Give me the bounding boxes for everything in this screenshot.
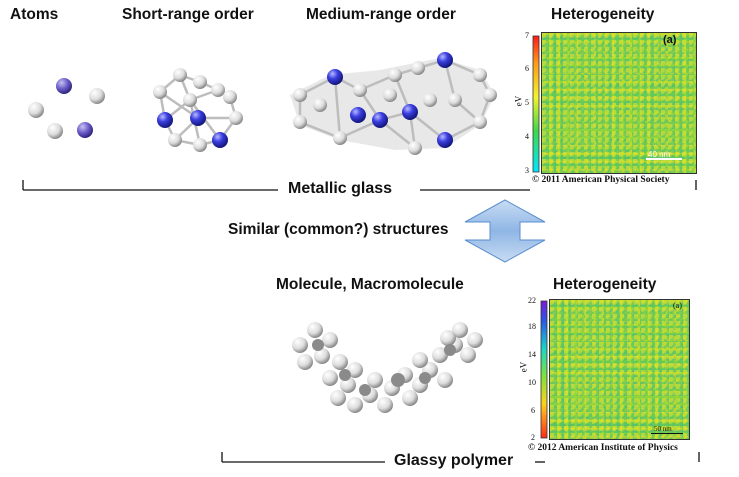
label-similar-structures: Similar (common?) structures — [228, 221, 449, 238]
scale-bar-label-top: 40 nm — [648, 150, 671, 159]
tick-bottom-22: 22 — [528, 296, 536, 305]
polymer-molecule — [292, 322, 483, 413]
heading-short-range-order: Short-range order — [122, 6, 254, 23]
colorbar-bottom — [540, 300, 548, 439]
short-range-cluster — [153, 68, 243, 152]
tick-top-7: 7 — [525, 31, 529, 40]
metallic-glass-bracket — [22, 180, 697, 191]
panel-label-top: (a) — [663, 34, 677, 46]
heading-heterogeneity-bottom: Heterogeneity — [553, 276, 657, 293]
colorbar-top — [532, 35, 540, 173]
scale-bar-label-bottom: 50 nm — [654, 425, 672, 433]
tick-top-4: 4 — [525, 132, 529, 141]
atoms-illustration — [28, 78, 105, 139]
tick-bottom-6: 6 — [531, 406, 535, 415]
heatmap-bottom — [549, 299, 690, 440]
tick-bottom-18: 18 — [528, 322, 536, 331]
label-metallic-glass: Metallic glass — [288, 180, 393, 197]
copyright-bottom: © 2012 American Institute of Physics — [528, 443, 678, 453]
copyright-top: © 2011 American Physical Society — [532, 175, 670, 185]
heading-atoms: Atoms — [10, 6, 59, 23]
tick-top-5: 5 — [525, 98, 529, 107]
glassy-polymer-bracket — [221, 452, 700, 463]
heading-molecule-macromolecule: Molecule, Macromolecule — [276, 276, 464, 293]
double-arrow — [464, 199, 546, 263]
tick-top-6: 6 — [525, 64, 529, 73]
panel-label-bottom: (a) — [673, 301, 682, 310]
axis-label-bottom: eV — [518, 361, 529, 373]
label-glassy-polymer: Glassy polymer — [394, 452, 514, 469]
tick-bottom-14: 14 — [528, 350, 536, 359]
scale-bar-bottom — [651, 433, 683, 434]
medium-range-cluster — [290, 52, 497, 155]
tick-bottom-10: 10 — [528, 378, 536, 387]
heading-medium-range-order: Medium-range order — [306, 6, 456, 23]
tick-bottom-2: 2 — [531, 433, 535, 442]
heading-heterogeneity-top: Heterogeneity — [551, 6, 655, 23]
heatmap-top — [541, 32, 697, 174]
scale-bar-top — [646, 158, 682, 160]
axis-label-top: eV — [513, 95, 524, 107]
tick-top-3: 3 — [525, 166, 529, 175]
